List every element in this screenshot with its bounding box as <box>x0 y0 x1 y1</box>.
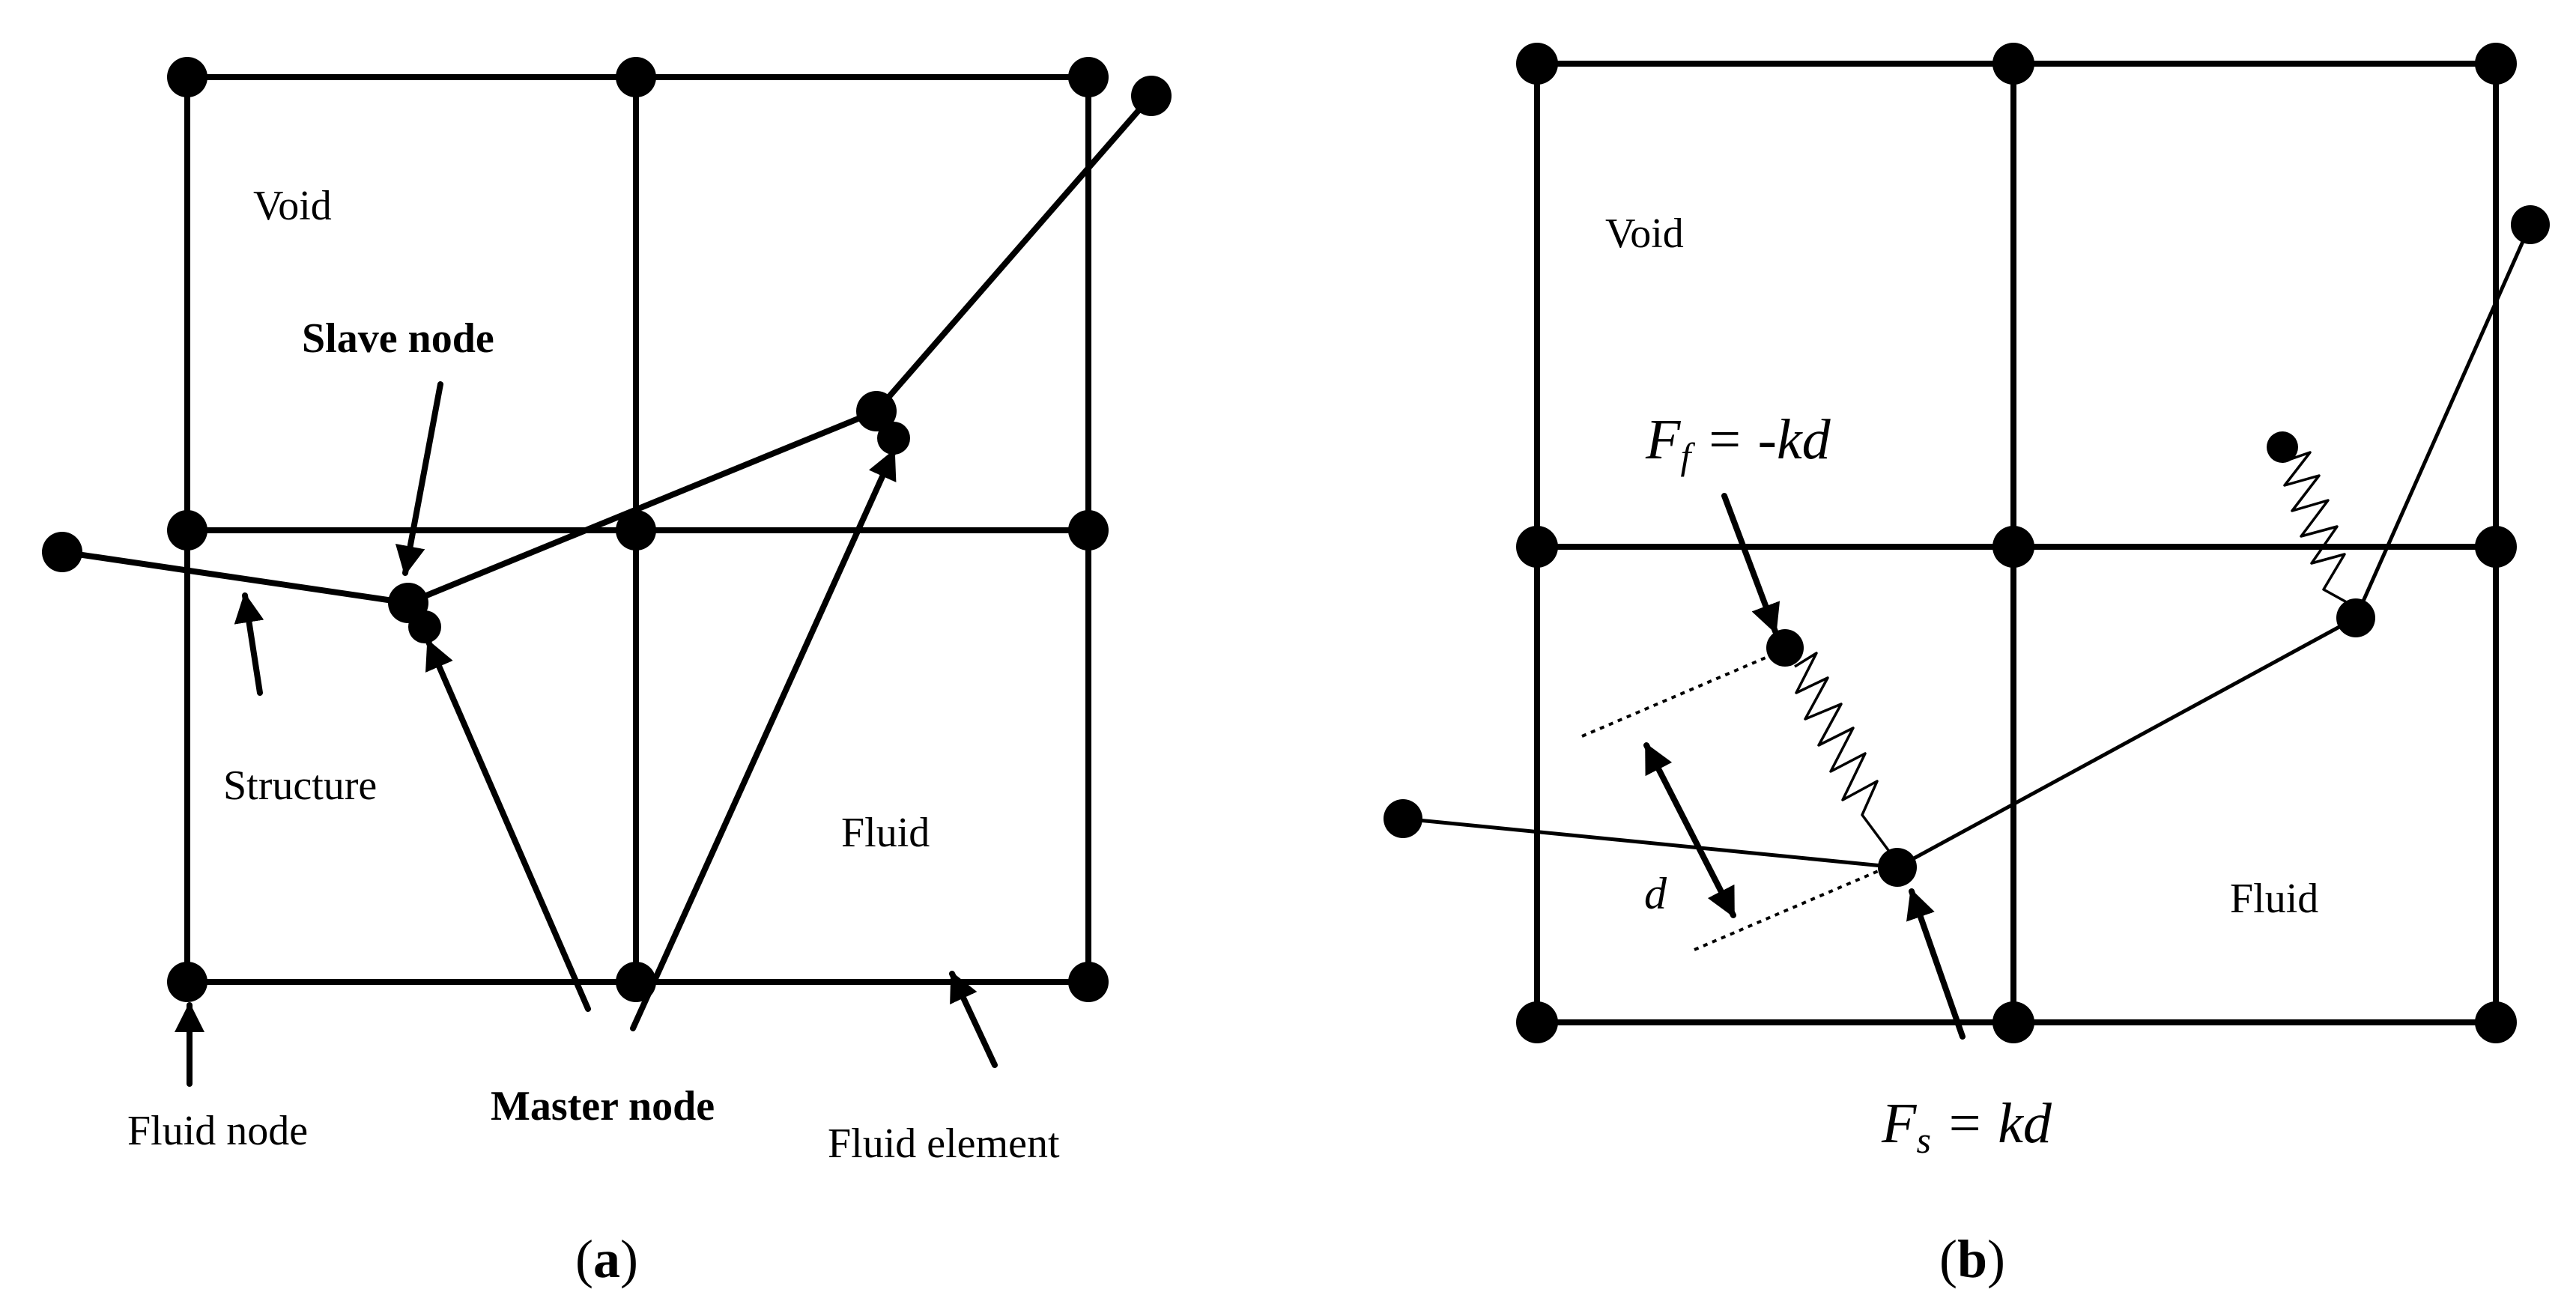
arrows-b <box>1721 493 1966 1040</box>
structure-beam-b <box>1384 205 2550 887</box>
void-label-b: Void <box>1605 210 1684 257</box>
panel-b: Void Fluid d Ff = -kd Fs = kd (b) <box>1384 43 2550 1289</box>
arrows-a <box>175 381 998 1087</box>
structure-label: Structure <box>223 762 377 809</box>
fluid-label-a: Fluid <box>841 810 930 856</box>
fluid-label-b: Fluid <box>2230 876 2318 922</box>
dimension-d <box>1581 648 1898 951</box>
fluid-nodes-a <box>167 57 1109 1002</box>
fluid-nodes-b <box>1516 43 2517 1043</box>
caption-a: (a) <box>575 1229 638 1289</box>
slave-node-label: Slave node <box>302 315 494 362</box>
void-label-a: Void <box>253 183 332 229</box>
labels-b: Void Fluid d Ff = -kd Fs = kd <box>1605 210 2318 1161</box>
labels-a: Void Slave node Structure Fluid Fluid no… <box>127 183 1060 1167</box>
ff-equation: Ff = -kd <box>1645 408 1831 477</box>
caption-b: (b) <box>1939 1229 2005 1289</box>
penalty-spring-b <box>1766 431 2353 863</box>
panel-a: Void Slave node Structure Fluid Fluid no… <box>42 57 1172 1289</box>
fluid-node-label: Fluid node <box>127 1108 308 1154</box>
fs-equation: Fs = kd <box>1881 1092 2052 1161</box>
d-label: d <box>1644 869 1667 918</box>
structure-beam-a <box>42 76 1172 643</box>
fluid-element-label: Fluid element <box>828 1120 1060 1167</box>
master-node-label: Master node <box>491 1083 715 1129</box>
